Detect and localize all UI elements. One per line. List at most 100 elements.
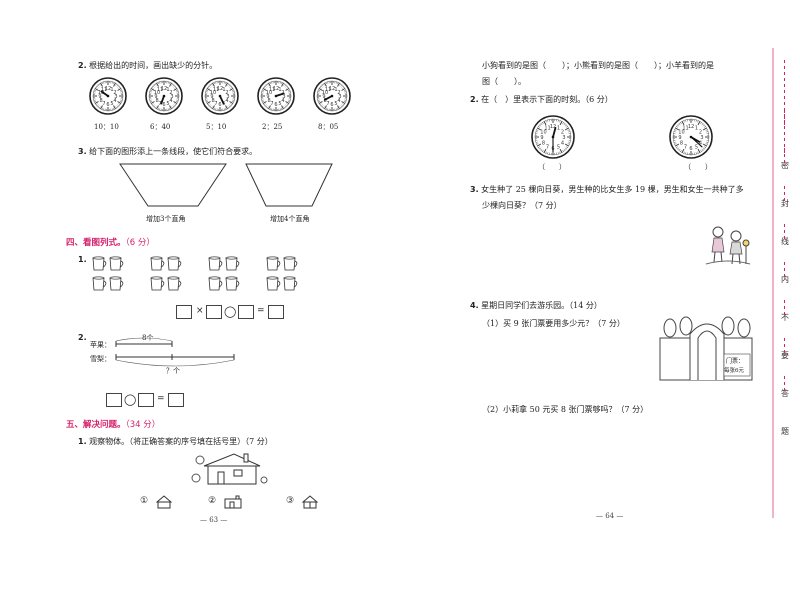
cup-icon [109,276,124,291]
svg-text:5: 5 [557,145,560,151]
compare-circle[interactable]: ◯ [124,393,137,406]
svg-text:7: 7 [326,101,329,107]
seal-dash-line [784,300,785,318]
svg-text:12: 12 [329,86,335,92]
unknown-label: ？个 [166,367,180,375]
clock-time-label: 6：40 [150,123,171,131]
seal-dash-line [784,186,785,204]
svg-text:8: 8 [267,98,270,104]
svg-text:7: 7 [214,101,217,107]
answer-box[interactable] [206,305,222,319]
svg-text:3: 3 [114,94,117,100]
left-q3: 3. 给下面的图形添上一条线段，使它们符合要求。 [78,146,257,157]
cup-icon [167,256,182,271]
seal-char: 题 [781,427,789,436]
svg-text:11: 11 [269,87,275,93]
clock-answer-blank-2[interactable]: （ ） [684,163,712,171]
cup-icon [208,276,223,291]
equation-row-1: × ◯ = [176,304,286,320]
svg-text:4: 4 [281,98,284,104]
svg-text:10: 10 [98,90,104,96]
svg-text:1: 1 [334,87,337,93]
question-text: 观察物体。（将正确答案的序号填在括号里）（7 分） [89,437,273,446]
seal-dash-line [784,60,785,154]
svg-text:3: 3 [338,94,341,100]
question-number: 4. [470,301,479,310]
cup-icon [150,276,165,291]
cup-icon [167,276,182,291]
house-view-1-icon [156,495,172,509]
svg-text:12: 12 [161,86,167,92]
equals-sign: = [157,394,165,404]
svg-text:6: 6 [218,102,221,108]
svg-text:9: 9 [210,94,213,100]
clock-3[interactable]: 1234567891011125：10 [200,76,240,131]
seal-dash-line [784,376,785,394]
svg-text:12: 12 [688,124,694,130]
option-2-marker[interactable]: ② [208,496,217,506]
section-points: （34 分） [125,420,161,430]
section-points: （6 分） [125,238,155,248]
svg-text:4: 4 [337,98,340,104]
svg-text:4: 4 [169,98,172,104]
svg-text:10: 10 [266,90,272,96]
svg-text:5: 5 [278,101,281,107]
s4-q1-number: 1. [78,255,87,264]
answer-box[interactable] [176,305,192,319]
option-3-marker[interactable]: ③ [286,496,295,506]
answer-box[interactable] [238,305,254,319]
svg-text:7: 7 [102,101,105,107]
option-1-marker[interactable]: ① [140,496,149,506]
svg-text:5: 5 [695,145,698,151]
svg-text:6: 6 [106,102,109,108]
section-5-title: 五、解决问题。（34 分） [66,418,160,430]
svg-text:9: 9 [540,135,543,141]
svg-text:1: 1 [278,87,281,93]
seal-char: 答 [781,389,789,398]
svg-text:10: 10 [154,90,160,96]
svg-text:12: 12 [550,124,556,130]
svg-text:12: 12 [217,86,223,92]
seal-dash-line [784,338,785,356]
svg-text:9: 9 [678,135,681,141]
svg-text:7: 7 [270,101,273,107]
clock-answer-blank-1[interactable]: （ ） [538,163,566,171]
clock-time-label: 10：10 [94,123,119,131]
clock-4[interactable]: 1234567891011122：25 [256,76,296,131]
svg-text:9: 9 [98,94,101,100]
svg-text:11: 11 [682,125,688,131]
svg-text:5: 5 [334,101,337,107]
svg-text:6: 6 [330,102,333,108]
times-sign: × [196,306,204,316]
svg-text:9: 9 [154,94,157,100]
answer-box[interactable] [106,393,122,407]
right-q3-line-1: 3. 女生种了 25 棵向日葵，男生种的比女生多 19 棵，男生和女生一共种了多 [470,184,744,195]
compare-circle[interactable]: ◯ [224,305,237,318]
svg-text:8: 8 [99,98,102,104]
answer-box[interactable] [268,305,284,319]
svg-text:4: 4 [699,141,702,147]
page-number-right: — 64 — [596,512,624,520]
question-number: 1. [78,437,87,446]
left-q2: 2. 根据给出的时间，画出缺少的分针。 [78,60,217,71]
question-number: 2. [78,61,87,70]
apple-label: 苹果： [90,341,111,349]
ticket-title: 门票： [726,358,745,365]
cup-icon [208,256,223,271]
right-q3-line-2: 少棵向日葵？（7 分） [482,201,562,210]
answer-box[interactable] [138,393,154,407]
answer-box[interactable] [168,393,184,407]
right-q4-sub-2: （2）小莉拿 50 元买 8 张门票够吗？（7 分） [482,405,649,414]
question-number: 3. [470,185,479,194]
equals-sign: = [257,306,265,316]
